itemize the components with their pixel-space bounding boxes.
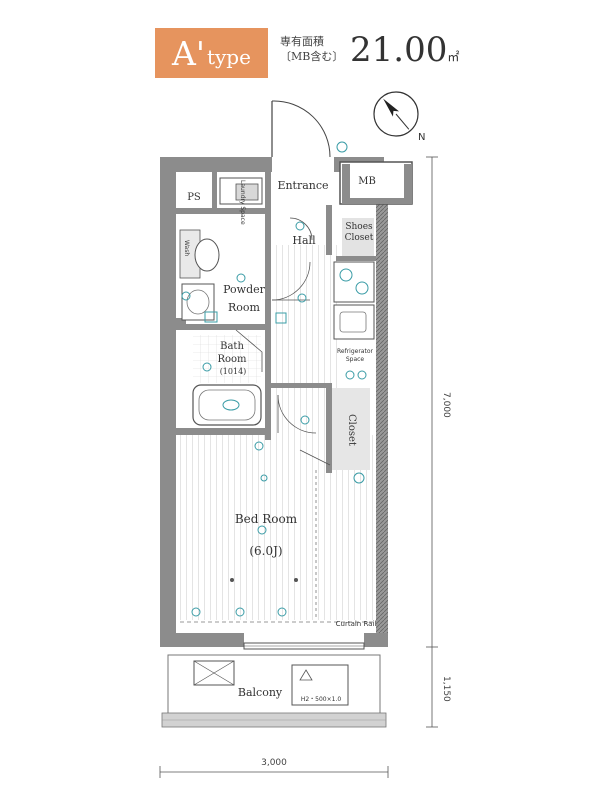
left-wall bbox=[160, 157, 176, 647]
closet-label: Closet bbox=[346, 414, 357, 446]
compass-icon: N bbox=[373, 91, 425, 143]
hatch-note-label: H2・500×1.0 bbox=[300, 696, 342, 703]
bath-floor bbox=[193, 335, 261, 383]
bedroom-size-label: (6.0J) bbox=[249, 544, 283, 558]
entrance-label: Entrance bbox=[277, 179, 329, 192]
area-number: 21.00 bbox=[350, 30, 448, 70]
powder-room-label: Powder Room bbox=[223, 283, 265, 314]
balcony-label: Balcony bbox=[237, 686, 283, 699]
area-value: 21.00㎡ bbox=[350, 30, 459, 70]
top-wall-left bbox=[160, 157, 272, 172]
bath-size-label: (1014) bbox=[219, 367, 247, 376]
wash-label: Wash bbox=[183, 240, 190, 257]
mb-label: MB bbox=[358, 176, 376, 187]
dimension-width: 3,000 bbox=[261, 758, 287, 768]
right-wall bbox=[376, 172, 388, 647]
ps-label: PS bbox=[187, 192, 201, 203]
type-sub: type bbox=[206, 45, 251, 69]
dimension-height-main: 7,000 bbox=[441, 392, 451, 418]
area-unit: ㎡ bbox=[447, 50, 460, 64]
bath-room-label: Bath Room bbox=[217, 341, 247, 365]
area-label-line1: 専有面積 bbox=[280, 35, 324, 48]
bottom-wall-right bbox=[364, 633, 388, 647]
bottom-wall-left bbox=[160, 633, 244, 647]
evacuation-hatch bbox=[291, 664, 349, 706]
laundry-space-label: Laundry Space bbox=[239, 180, 246, 225]
shoes-closet-floor bbox=[342, 218, 374, 256]
type-badge: A' type bbox=[155, 28, 268, 78]
mb-box bbox=[339, 161, 413, 205]
area-label: 専有面積 〔MB含む〕 bbox=[280, 34, 350, 64]
compass-north-label: N bbox=[418, 132, 425, 143]
refrigerator-space-label: Refrigerator Space bbox=[337, 348, 373, 363]
dimension-height-balcony: 1,150 bbox=[441, 676, 451, 702]
hall-label: Hall bbox=[292, 234, 316, 247]
bathtub bbox=[192, 384, 262, 426]
closet-floor bbox=[332, 388, 370, 470]
area-label-line2: 〔MB含む〕 bbox=[280, 50, 344, 63]
type-main: A' bbox=[172, 33, 205, 73]
shoes-closet-label: Shoes Closet bbox=[344, 222, 374, 243]
curtain-rail-label: Curtain Rail bbox=[335, 620, 377, 628]
bedroom-label: Bed Room bbox=[234, 512, 298, 526]
